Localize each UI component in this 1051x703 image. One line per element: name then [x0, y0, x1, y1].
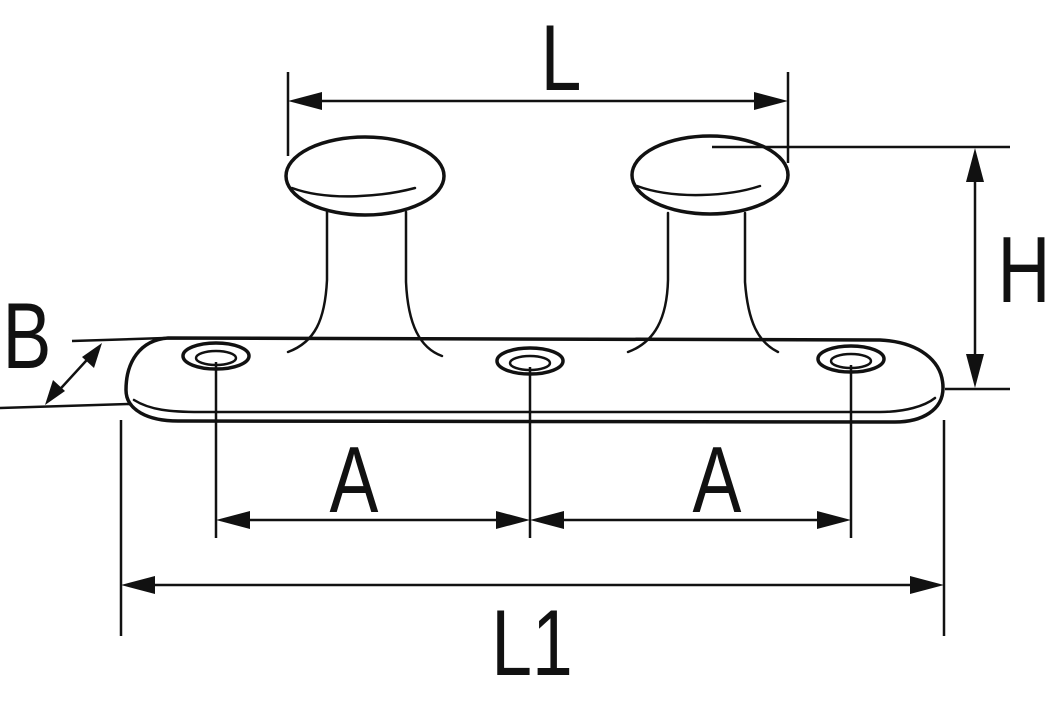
right-horn-stem-right — [743, 211, 780, 354]
dimension-A-right-label: A — [693, 427, 743, 532]
left-horn-cap-rim — [290, 186, 417, 198]
dimension-A: A A — [214, 362, 853, 538]
dimension-L1: L1 — [119, 420, 946, 695]
base-plate-bottom-edge — [132, 396, 937, 414]
base-plate-outline — [124, 336, 945, 424]
dimension-L-arrow-left — [288, 92, 322, 110]
dimension-B-label: B — [3, 283, 52, 388]
dimension-B-extension-bottom — [0, 402, 131, 410]
dimension-A-left-arrow-end — [496, 511, 530, 529]
dimension-B: B — [0, 283, 166, 410]
dimension-H-arrow-bottom — [966, 354, 984, 388]
dimension-H-arrow-top — [966, 148, 984, 182]
base-plate — [124, 336, 945, 424]
dimension-H: H — [712, 145, 1051, 391]
dimension-A-right-arrow-start — [530, 511, 564, 529]
left-horn-stem-right — [404, 210, 444, 358]
dimension-L1-label: L1 — [491, 590, 573, 695]
right-horn-stem — [626, 211, 670, 354]
dimension-L1-arrow-right — [910, 576, 944, 594]
left-horn-stem — [286, 210, 329, 354]
dimension-A-right-arrow-end — [817, 511, 851, 529]
dimension-B-extension-top — [71, 336, 166, 343]
left-horn — [284, 135, 446, 358]
left-horn-cap — [284, 135, 446, 217]
dimension-B-arrow-bottom — [45, 380, 65, 405]
right-horn — [626, 134, 790, 354]
dimension-A-left-arrow-start — [216, 511, 250, 529]
dimension-L-arrow-right — [754, 92, 788, 110]
dimension-A-left-label: A — [330, 427, 380, 532]
right-horn-cap-rim — [635, 184, 762, 197]
dimension-B-arrow-top — [82, 343, 102, 368]
dimension-L1-arrow-left — [121, 576, 155, 594]
mounting-holes — [181, 341, 886, 376]
dimension-L: L — [286, 5, 790, 163]
dimension-H-label: H — [998, 217, 1051, 322]
dimension-L-label: L — [541, 5, 582, 110]
